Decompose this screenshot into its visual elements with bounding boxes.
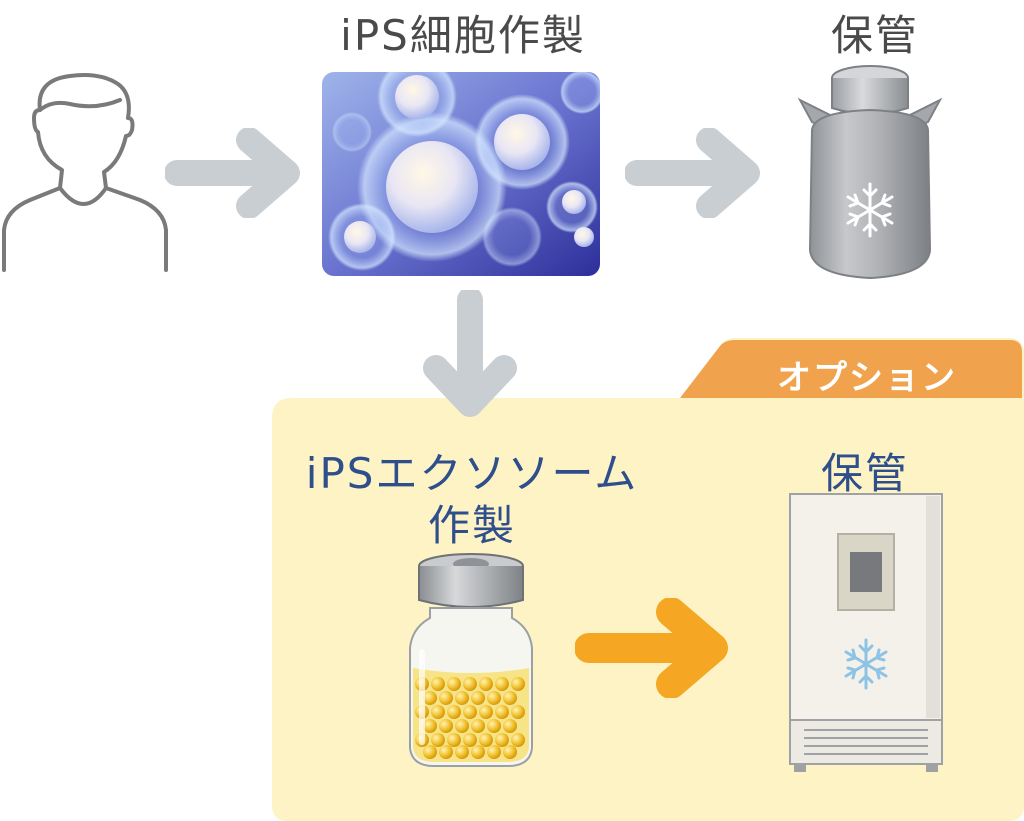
option-tab-shape <box>680 340 1022 398</box>
exosome-bead <box>479 733 493 747</box>
exosome-bead <box>503 691 517 705</box>
cryo-tank-icon <box>797 65 943 280</box>
exosome-vial-icon <box>409 553 533 767</box>
arrow-person-to-cells <box>165 128 300 218</box>
exosome-bead <box>495 733 509 747</box>
storage-bottom-label: 保管 <box>820 449 909 498</box>
exosome-bead <box>511 677 525 691</box>
exosome-bead <box>463 705 477 719</box>
option-tab-label: オプション <box>777 358 957 398</box>
exosome-bead <box>455 719 469 733</box>
exosome-bead <box>431 705 445 719</box>
snowflake-icon <box>844 638 888 690</box>
exosome-bead <box>423 691 437 705</box>
exosome-bead <box>511 705 525 719</box>
exosome-bead <box>479 677 493 691</box>
storage-top-label: 保管 <box>830 11 919 60</box>
exosome-bead <box>447 705 461 719</box>
cell-creation-label: iPS細胞作製 <box>340 11 586 60</box>
exosome-bead <box>503 745 517 759</box>
exosome-bead <box>431 733 445 747</box>
exosome-bead <box>439 745 453 759</box>
arrow-cells-to-tank <box>625 128 760 218</box>
person-icon <box>2 73 168 272</box>
exosome-bead <box>423 745 437 759</box>
exosome-bead <box>463 677 477 691</box>
exosome-bead <box>479 705 493 719</box>
exosome-bead <box>471 745 485 759</box>
exosome-bead <box>487 691 501 705</box>
ips-cells-image <box>322 72 600 276</box>
exosome-bead <box>431 677 445 691</box>
exosome-bead <box>463 733 477 747</box>
exosome-bead <box>447 733 461 747</box>
freezer-icon <box>789 493 943 772</box>
exosome-bead <box>487 745 501 759</box>
exosome-creation-label-line1: iPSエクソソーム <box>305 449 639 498</box>
exosome-bead <box>511 733 525 747</box>
exosome-bead <box>495 705 509 719</box>
exosome-bead <box>447 677 461 691</box>
exosome-bead <box>455 691 469 705</box>
exosome-bead <box>503 719 517 733</box>
exosome-bead <box>471 719 485 733</box>
snowflake-icon <box>846 182 894 238</box>
arrow-cells-to-exosome <box>423 290 517 417</box>
exosome-bead <box>487 719 501 733</box>
exosome-bead <box>439 719 453 733</box>
exosome-creation-label-line2: 作製 <box>427 501 516 550</box>
exosome-bead <box>471 691 485 705</box>
exosome-bead <box>423 719 437 733</box>
exosome-bead <box>455 745 469 759</box>
exosome-bead <box>439 691 453 705</box>
arrow-vial-to-freezer <box>575 598 728 698</box>
exosome-bead <box>495 677 509 691</box>
